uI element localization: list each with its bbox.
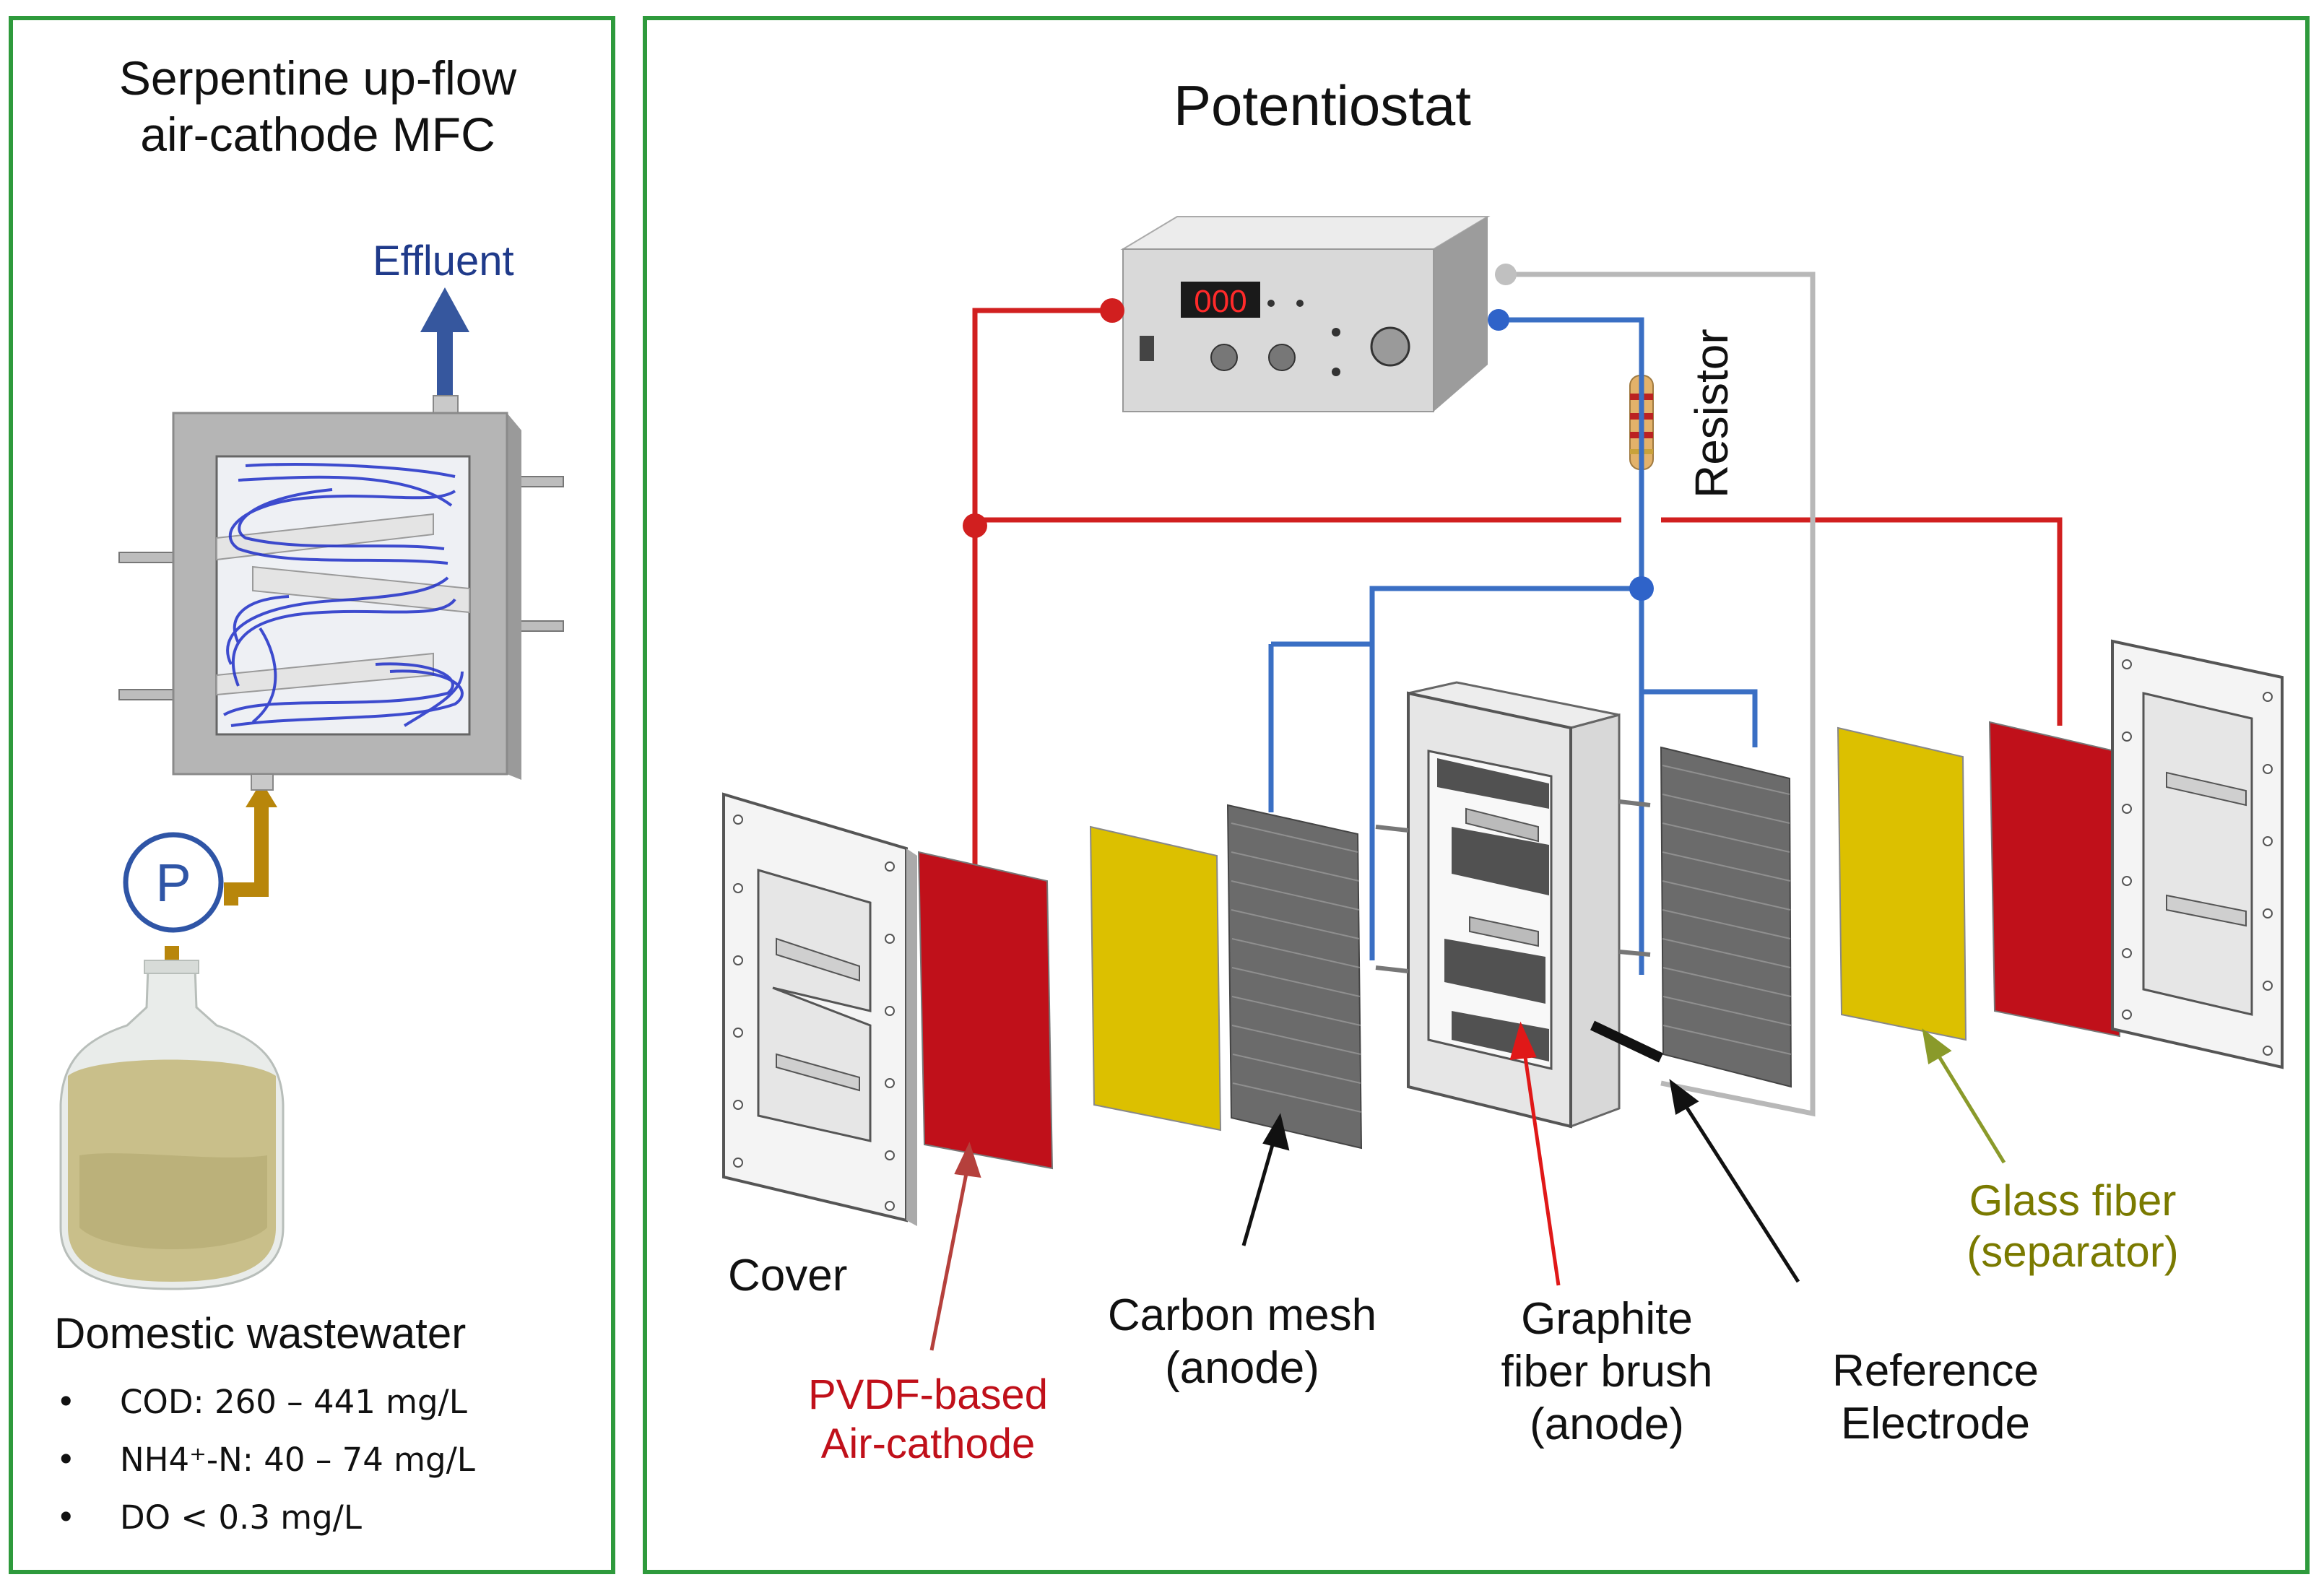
carbon-mesh-left [1226,804,1363,1150]
bullet-item: •COD: 260 – 441 mg/L [56,1383,467,1421]
bullet-do: DO < 0.3 mg/L [120,1498,362,1537]
graphite-brush-label: Graphite fiber brush (anode) [1448,1293,1766,1451]
reference-electrode [1590,1020,1663,1063]
brush-arrow [1509,1021,1561,1286]
glass-fiber-label-line1: Glass fiber [1969,1176,2177,1225]
effluent-arrow [420,287,469,397]
back-plate [2111,639,2284,1069]
carbon-mesh-label-line2: (anode) [1165,1343,1319,1394]
reference-electrode-label: Reference Electrode [1777,1345,2094,1450]
effluent-label: Effluent [373,238,514,285]
air-cathode-label-line2: Air-cathode [820,1420,1036,1468]
potentiostat-title: Potentiostat [1174,74,1471,137]
glass-fiber-label: Glass fiber (separator) [1907,1176,2239,1278]
separator-plate-right [1837,726,1967,1041]
pump: P [123,832,224,933]
carbon-mesh-label-line1: Carbon mesh [1107,1290,1377,1340]
wastewater-bottle [59,960,285,1290]
bullet-cod: COD: 260 – 441 mg/L [120,1383,467,1421]
anode-wire [1268,317,1758,975]
glass-fiber-label-line2: (separator) [1967,1227,2179,1276]
mfc-title-line1: Serpentine up-flow [118,51,517,105]
cathode-wire [972,308,2063,867]
left-panel [9,16,615,1574]
carbon-mesh-right [1660,746,1792,1088]
bullet-nh4: NH4⁺-N: 40 – 74 mg/L [120,1441,475,1479]
right-panel [643,16,2310,1574]
inlet-nozzle [251,773,274,791]
carbon-mesh-label: Carbon mesh (anode) [1069,1289,1415,1394]
carbon-mesh-texture-left [1231,822,1362,1113]
graphite-brush-label-line1: Graphite [1521,1294,1693,1344]
air-cathode-label-line1: PVDF-based [807,1371,1049,1418]
carbon-mesh-texture-right [1662,765,1792,1055]
graphite-brush-label-line2: fiber brush [1501,1347,1713,1397]
side-ports [118,476,564,700]
reference-electrode-label-line1: Reference [1831,1346,2039,1396]
carbon-mesh-arrow [1241,1113,1290,1246]
wire-junctions [963,264,1654,601]
anode-chamber-frame [1375,681,1663,1129]
separator-plate-left [1089,825,1222,1132]
mfc-title: Serpentine up-flow air-cathode MFC [43,51,592,163]
reference-electrode-label-line2: Electrode [1841,1399,2030,1449]
reference-arrow [1669,1079,1800,1283]
air-cathode-arrow [929,1142,981,1351]
bullet-item: •DO < 0.3 mg/L [56,1498,362,1537]
pump-label: P [155,853,191,913]
air-cathode-plate-left [917,851,1054,1170]
wastewater-title: Domestic wastewater [54,1309,467,1358]
graphite-brush-label-line3: (anode) [1530,1399,1684,1450]
potentiostat-device: 000 [1120,216,1491,412]
cover-label: Cover [728,1251,848,1300]
air-cathode-label: PVDF-based Air-cathode [766,1371,1091,1469]
wastewater-bullets: •COD: 260 – 441 mg/L •NH4⁺-N: 40 – 74 mg… [56,1383,475,1556]
air-cathode-plate-right [1988,721,2121,1038]
flow-streamlines [222,463,464,727]
glass-fiber-arrow [1922,1028,2006,1164]
reference-wire [1506,272,1816,1117]
potentiostat-display: 000 [1194,284,1246,319]
resistor-label: Resistor [1686,329,1738,498]
cover-plate [722,792,917,1226]
bullet-item: •NH4⁺-N: 40 – 74 mg/L [56,1441,475,1479]
mfc-reactor-illustration: P [59,287,564,1290]
mfc-title-line2: air-cathode MFC [140,107,495,161]
